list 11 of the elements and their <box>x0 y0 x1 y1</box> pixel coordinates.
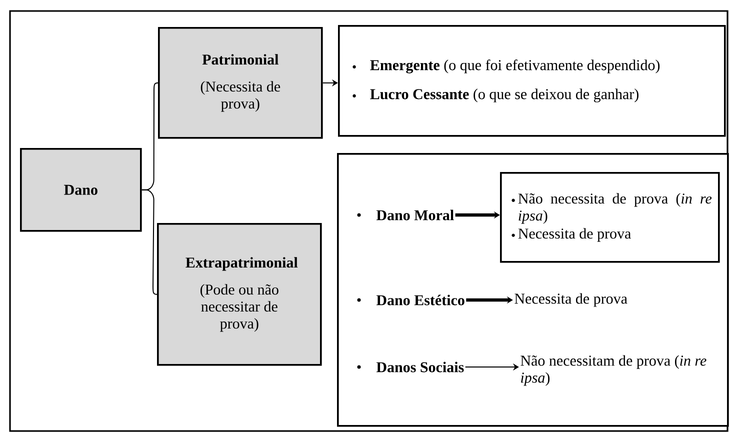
item-text: Não necessitam de prova (in re ipsa) <box>520 355 706 386</box>
item-label: Dano Moral <box>376 210 454 220</box>
category-box: Patrimonial (Necessita de prova) <box>158 27 323 139</box>
list-box: Emergente (o que foi efetivamente despendido) Lucro Cessante (o que se deixou de ganhar) <box>338 25 726 137</box>
list-box: Não necessita de prova (in re ipsa) Necessita de prova <box>500 172 720 263</box>
item-label: Danos Sociais <box>376 362 464 372</box>
category-box: Dano <box>20 148 142 232</box>
item-text: Necessita de prova <box>514 293 628 307</box>
item-label: Dano Estético <box>376 294 464 306</box>
brace-line <box>141 189 158 295</box>
category-box: Extrapatrimonial (Pode ou não necessitar de prova) <box>157 223 322 366</box>
